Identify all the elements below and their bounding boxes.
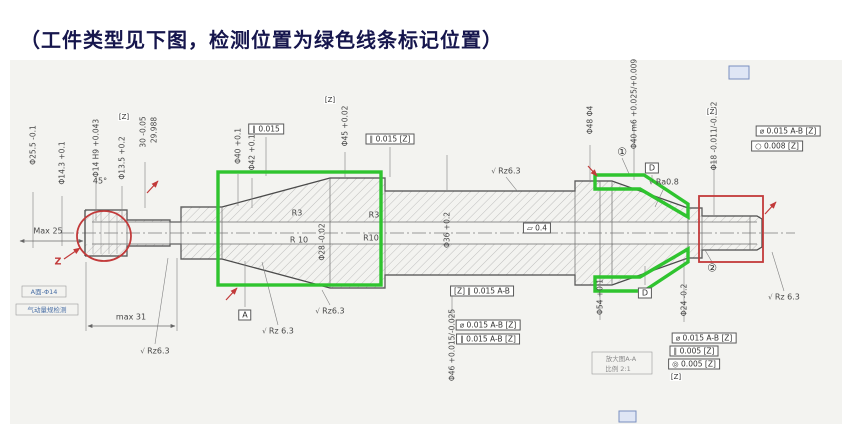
blue-tag-top <box>728 65 750 80</box>
blue-tag-bottom <box>618 410 637 423</box>
red-box-right-end <box>698 195 764 263</box>
red-circle-left-end <box>76 210 132 262</box>
page-title: （工件类型见下图，检测位置为绿色线条标记位置） <box>20 28 503 52</box>
shaft-drawing <box>15 65 795 423</box>
green-highlight-box <box>216 170 383 287</box>
detail-table-box <box>591 351 653 375</box>
shaft-drawing-area <box>10 60 842 424</box>
leader-lines <box>19 122 785 345</box>
note-box-1 <box>21 285 67 298</box>
feature-lines <box>92 178 757 288</box>
section-hatching <box>85 178 760 288</box>
green-highlight-taper-top <box>593 173 690 220</box>
detection-highlights <box>216 170 690 293</box>
red-markers <box>63 165 777 301</box>
note-box-2 <box>15 303 79 316</box>
